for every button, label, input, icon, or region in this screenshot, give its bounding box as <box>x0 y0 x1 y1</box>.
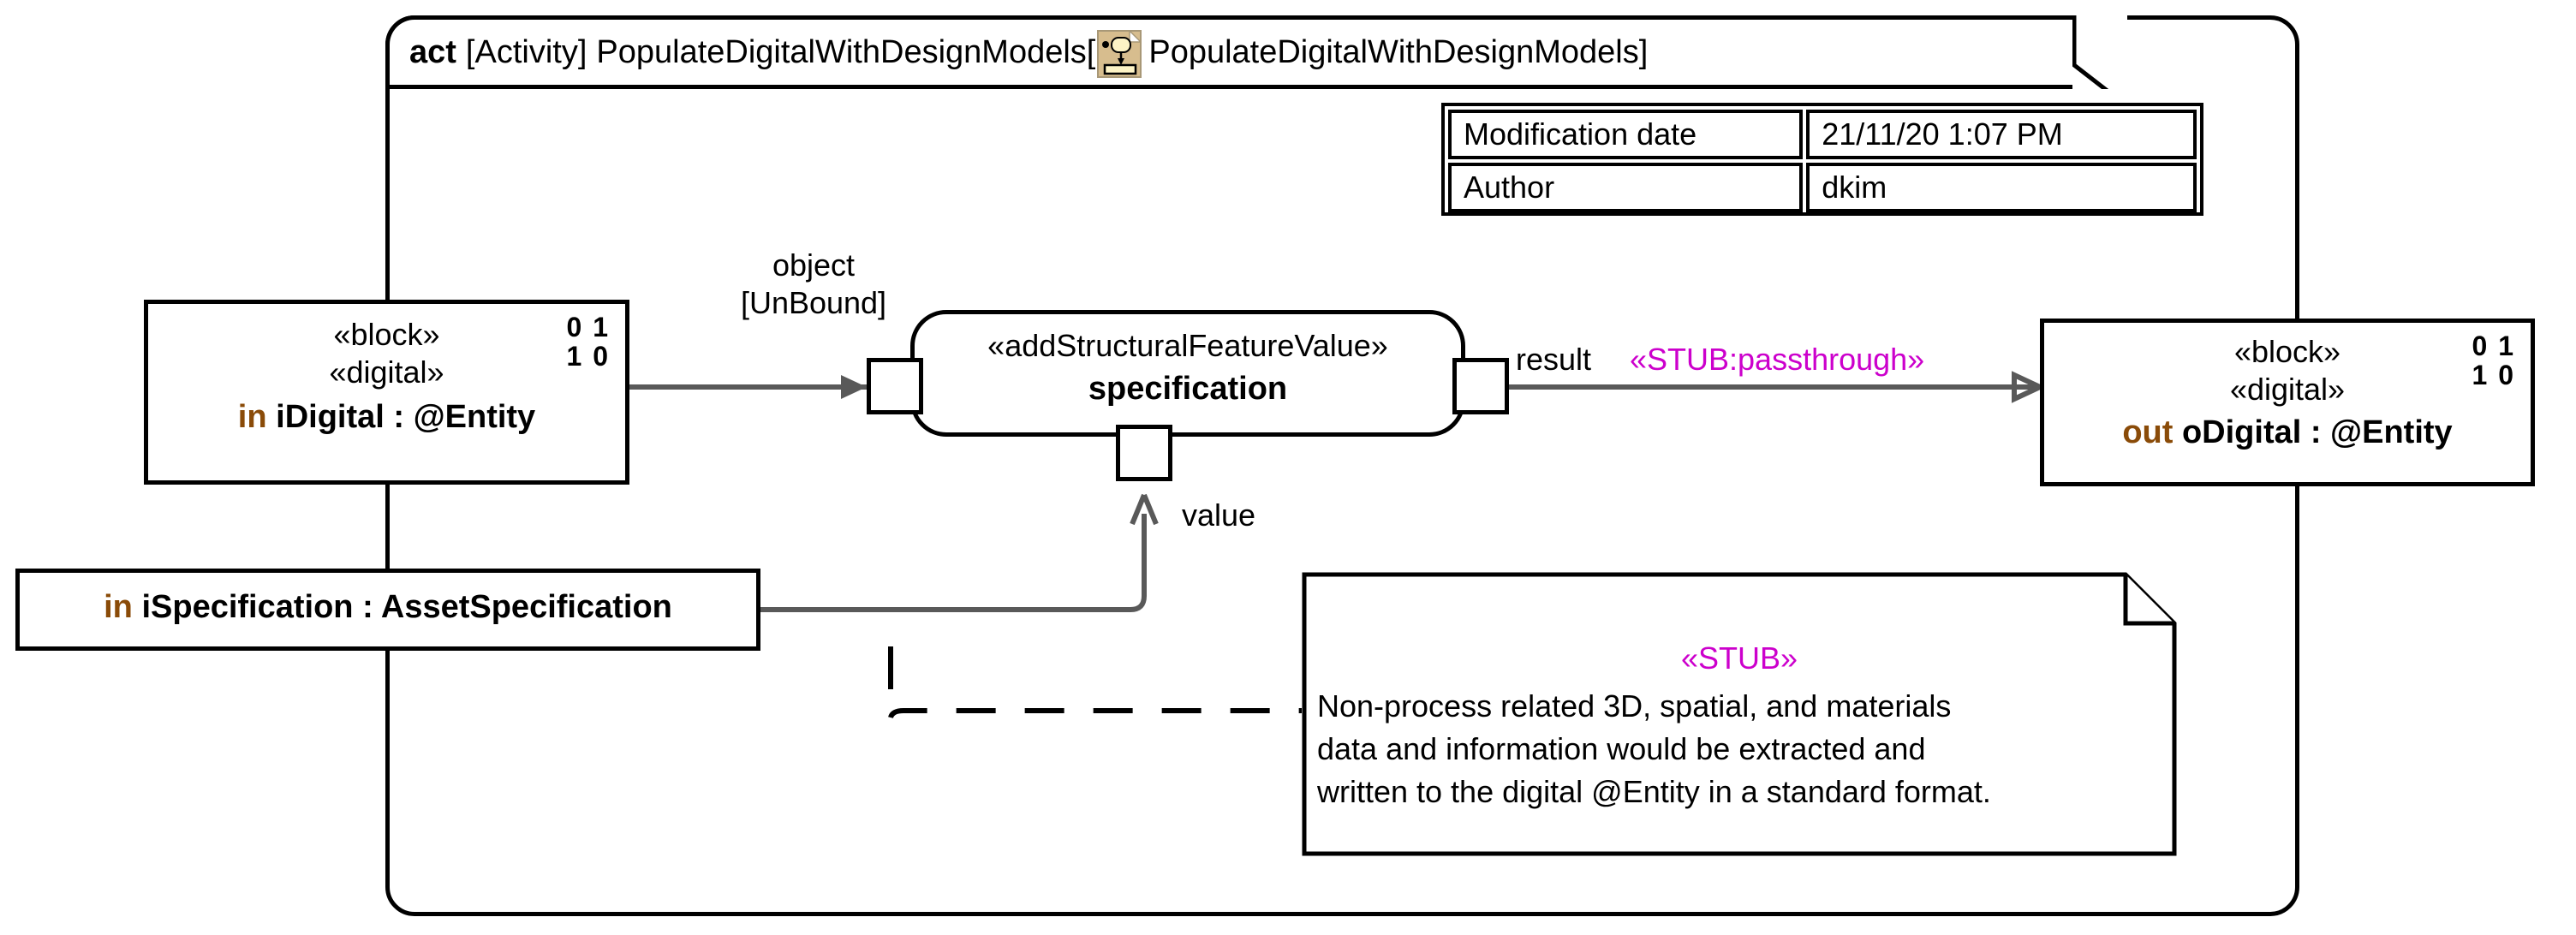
idigital-name-type: iDigital : @Entity <box>266 399 536 435</box>
object-edge-label-line-2: [UnBound] <box>740 285 887 320</box>
frame-name: PopulateDigitalWithDesignModels[ <box>596 33 1096 70</box>
action-stereotype: «addStructuralFeatureValue» <box>987 328 1388 363</box>
stub-passthrough-label: «STUB:passthrough» <box>1630 342 1925 377</box>
note-line-2: data and information would be extracted … <box>1317 731 1926 766</box>
idigital-multiplicity-line-2: 1 0 <box>566 341 610 372</box>
activity-diagram-icon <box>1097 29 1143 78</box>
odigital-multiplicity-line-2: 1 0 <box>2472 360 2515 390</box>
frame-qualified-name: PopulateDigitalWithDesignModels] <box>1148 33 1649 70</box>
ispecification-name-type: iSpecification : AssetSpecification <box>132 589 672 625</box>
idigital-signature: in iDigital : @Entity <box>148 398 625 436</box>
stub-note[interactable]: «STUB» Non-process related 3D, spatial, … <box>1302 572 2177 856</box>
activity-frame-header-corner <box>2072 15 2127 89</box>
odigital-direction: out <box>2122 414 2174 450</box>
idigital-multiplicity: 0 1 1 0 <box>567 313 610 371</box>
odigital-multiplicity-line-1: 0 1 <box>2472 331 2515 361</box>
activity-parameter-node-odigital[interactable]: «block» «digital» out oDigital : @Entity… <box>2040 319 2535 486</box>
note-line-1: Non-process related 3D, spatial, and mat… <box>1317 688 1952 724</box>
odigital-signature: out oDigital : @Entity <box>2044 414 2531 451</box>
idigital-direction: in <box>237 399 267 435</box>
frame-kind-keyword: act <box>409 33 456 70</box>
metadata-key: Modification date <box>1448 110 1804 159</box>
note-stereotype: «STUB» <box>1680 640 1798 676</box>
idigital-stereotype-block: «block» <box>333 317 440 352</box>
object-edge-label: object [UnBound] <box>702 247 925 322</box>
value-edge-label: value <box>1182 497 1256 533</box>
table-row: Modification date 21/11/20 1:07 PM <box>1448 110 2197 159</box>
note-line-3: written to the digital @Entity in a stan… <box>1317 774 1991 809</box>
table-row: Author dkim <box>1448 159 2197 212</box>
result-output-pin[interactable] <box>1452 358 1509 414</box>
action-name: specification <box>1088 371 1288 407</box>
metadata-value: dkim <box>1806 163 2197 212</box>
odigital-stereotype-block: «block» <box>2233 334 2341 369</box>
note-body: Non-process related 3D, spatial, and mat… <box>1317 685 2165 813</box>
frame-type-bracket: [Activity] <box>465 33 587 70</box>
idigital-multiplicity-line-1: 0 1 <box>566 312 610 342</box>
metadata-value: 21/11/20 1:07 PM <box>1806 110 2197 159</box>
odigital-name-type: oDigital : @Entity <box>2173 414 2453 450</box>
value-input-pin[interactable] <box>1116 425 1172 481</box>
activity-frame-header <box>385 15 2124 89</box>
metadata-key: Author <box>1448 163 1804 212</box>
activity-parameter-node-ispecification[interactable]: in iSpecification : AssetSpecification <box>15 569 760 651</box>
object-edge-label-line-1: object <box>772 247 856 283</box>
diagram-metadata-table: Modification date 21/11/20 1:07 PM Autho… <box>1441 103 2203 216</box>
odigital-stereotype-digital: «digital» <box>2229 372 2346 407</box>
ispecification-signature: in iSpecification : AssetSpecification <box>20 588 756 626</box>
idigital-stereotype-digital: «digital» <box>329 354 444 390</box>
odigital-multiplicity: 0 1 1 0 <box>2472 331 2515 390</box>
ispecification-direction: in <box>104 589 133 625</box>
object-input-pin[interactable] <box>867 358 923 414</box>
activity-frame-title: act [Activity] PopulateDigitalWithDesign… <box>409 26 1648 79</box>
result-edge-label: result <box>1516 342 1592 377</box>
action-add-structural-feature-value[interactable]: «addStructuralFeatureValue» specificatio… <box>910 310 1465 437</box>
activity-parameter-node-idigital[interactable]: «block» «digital» in iDigital : @Entity … <box>144 300 629 485</box>
